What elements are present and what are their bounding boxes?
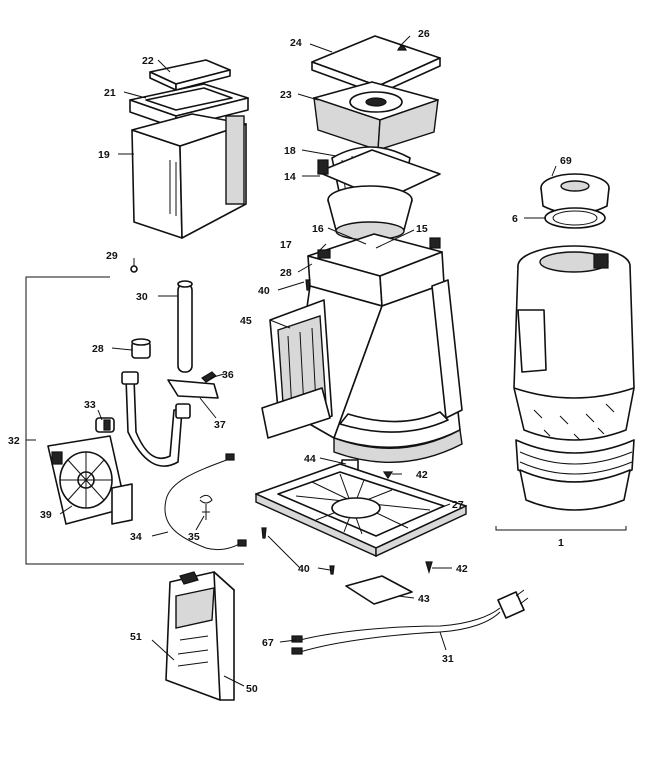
lid-gasket [544, 207, 606, 229]
grommet [131, 338, 151, 359]
internal-parts-bracket [25, 276, 244, 565]
power-cord [291, 589, 529, 655]
callout-14: 14 [284, 171, 296, 183]
base-screw-42a [382, 471, 394, 480]
callout-17: 17 [280, 239, 292, 251]
base-screw-40b [261, 527, 267, 539]
element-housing [47, 435, 133, 525]
callout-18: 18 [284, 145, 296, 157]
brew-basket [317, 149, 441, 241]
callout-50: 50 [246, 683, 258, 695]
callout-23: 23 [280, 89, 292, 101]
callout-42-top: 42 [416, 469, 428, 481]
callout-22: 22 [142, 55, 154, 67]
callout-29: 29 [106, 250, 118, 262]
callouts: 22 21 19 24 26 23 18 14 16 15 17 28 40 4… [8, 28, 572, 695]
callout-27: 27 [452, 499, 464, 511]
rating-label [345, 575, 413, 605]
callout-28-top: 28 [280, 267, 292, 279]
water-reservoir [131, 113, 247, 239]
heating-element [121, 371, 191, 467]
callout-43: 43 [418, 593, 430, 605]
callout-31: 31 [442, 653, 454, 665]
callout-45: 45 [240, 315, 252, 327]
base-screw-42b [425, 561, 433, 575]
water-tube [177, 280, 193, 373]
callout-40-bottom: 40 [298, 563, 310, 575]
callout-1: 1 [558, 537, 564, 549]
reservoir-cover [149, 59, 231, 91]
base-plate [255, 463, 467, 558]
carafe-lid [540, 173, 610, 215]
callout-30: 30 [136, 291, 148, 303]
callout-34: 34 [130, 531, 142, 543]
leader-lines [59, 35, 627, 687]
lid-cover [311, 35, 441, 95]
callout-28: 28 [92, 343, 104, 355]
spray-head [313, 81, 439, 151]
callout-37: 37 [214, 419, 226, 431]
callout-16: 16 [312, 223, 324, 235]
callout-15: 15 [416, 223, 428, 235]
callout-19: 19 [98, 149, 110, 161]
spring-clip [199, 494, 213, 520]
callout-67: 67 [262, 637, 274, 649]
small-screw [130, 265, 138, 273]
callout-21: 21 [104, 87, 116, 99]
control-panel [165, 571, 235, 701]
thermal-carafe [513, 245, 635, 511]
callout-40-top: 40 [258, 285, 270, 297]
heater-bracket [261, 299, 333, 439]
callout-33: 33 [84, 399, 96, 411]
callout-26: 26 [418, 28, 430, 40]
callout-39: 39 [40, 509, 52, 521]
callout-6: 6 [512, 213, 518, 225]
wire-harness [164, 453, 247, 551]
callout-44: 44 [304, 453, 316, 465]
callout-36: 36 [222, 369, 234, 381]
thermostat-switch [95, 417, 115, 433]
callout-32: 32 [8, 435, 20, 447]
callout-35: 35 [188, 531, 200, 543]
thermostat-clip [167, 371, 219, 399]
callout-42-bottom: 42 [456, 563, 468, 575]
callout-24: 24 [290, 37, 302, 49]
housing-screw-40a [305, 279, 311, 291]
small-screw-40c [329, 565, 335, 575]
callout-51: 51 [130, 631, 142, 643]
callout-69: 69 [560, 155, 572, 167]
